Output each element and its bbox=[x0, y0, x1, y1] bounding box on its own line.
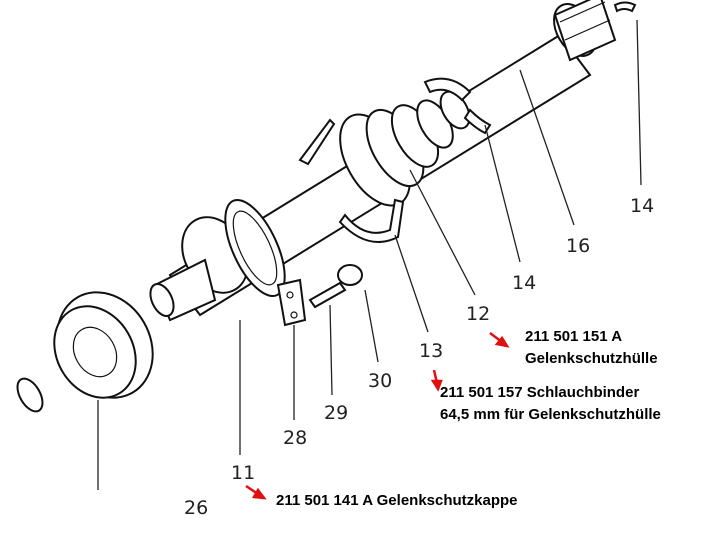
callout-11: 11 bbox=[231, 462, 255, 484]
cap-part-11 bbox=[149, 198, 286, 322]
part-12-name: Gelenkschutzhülle bbox=[525, 350, 658, 367]
callout-12: 12 bbox=[466, 303, 490, 325]
annotation-part-12: 211 501 151 A Gelenkschutzhülle bbox=[525, 326, 658, 370]
clip-part-13 bbox=[298, 118, 405, 243]
part-13-line1: 211 501 157 Schlauchbinder bbox=[440, 384, 640, 401]
callout-14-top: 14 bbox=[630, 195, 654, 217]
callout-30: 30 bbox=[368, 370, 392, 392]
cv-joint-part-26 bbox=[16, 291, 154, 413]
callout-16: 16 bbox=[566, 235, 590, 257]
clamp-part-14 bbox=[423, 1, 637, 135]
part-12-number: 211 501 151 A bbox=[525, 328, 623, 345]
fasteners-28-29-30 bbox=[276, 264, 363, 327]
callout-13: 13 bbox=[419, 340, 443, 362]
leader-lines bbox=[97, 19, 642, 490]
part-13-line2: 64,5 mm für Gelenkschutzhülle bbox=[440, 406, 661, 423]
callout-29: 29 bbox=[324, 402, 348, 424]
annotation-part-13: 211 501 157 Schlauchbinder 64,5 mm für G… bbox=[440, 382, 661, 426]
annotation-part-11: 211 501 141 A Gelenkschutzkappe bbox=[276, 492, 518, 509]
callout-26: 26 bbox=[184, 497, 208, 519]
red-arrow-icon bbox=[245, 332, 510, 500]
callout-28: 28 bbox=[283, 427, 307, 449]
callout-14: 14 bbox=[512, 272, 536, 294]
